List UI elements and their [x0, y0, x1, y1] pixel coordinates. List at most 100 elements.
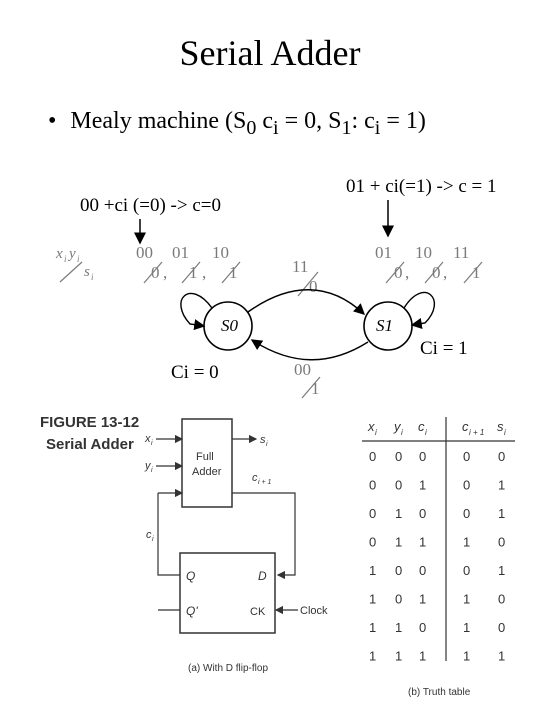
ff-ck: CK — [250, 606, 266, 618]
s0-loop-out-1: 0 — [151, 263, 160, 282]
legend-sub-s: i — [91, 272, 94, 282]
s1-loop-in-1: 01 — [375, 243, 392, 262]
tt-cell: 1 — [395, 535, 402, 550]
s1-comma-2: , — [443, 263, 447, 282]
slide-title: Serial Adder — [179, 33, 361, 73]
tt-cell: 0 — [419, 449, 426, 464]
carry-in-sub: i — [152, 536, 154, 543]
full-adder-box — [181, 418, 233, 508]
carry-out-sub: i + 1 — [258, 479, 272, 486]
s0-loop-in-1: 00 — [136, 243, 153, 262]
arrow-s0-to-s1 — [247, 289, 366, 315]
tt-cell: 0 — [419, 506, 426, 521]
tt-cell: 1 — [498, 649, 505, 664]
tt-cell: 0 — [463, 506, 470, 521]
bullet-end: = 1) — [380, 108, 426, 134]
note-right: 01 + ci(=1) -> c = 1 — [346, 176, 497, 197]
bullet-dot: • — [48, 108, 57, 134]
subcaption-a: (a) With D flip-flop — [188, 663, 268, 674]
legend-x: x — [55, 246, 63, 262]
tt-cell: 1 — [498, 478, 505, 493]
bullet-mealy: •Mealy machine (S0 ci = 0, S1: ci = 1) — [48, 108, 426, 140]
s1-to-s0-in: 00 — [294, 360, 311, 379]
s0-loop-out-2: 1 — [189, 263, 198, 282]
tt-cell: 1 — [463, 592, 470, 607]
clock-label: Clock — [300, 605, 328, 617]
ci-label-s0: Ci = 0 — [171, 362, 219, 383]
tt-cell: 0 — [498, 620, 505, 635]
tt-cell: 0 — [395, 449, 402, 464]
tt-cell: 0 — [463, 449, 470, 464]
figure-caption-2: Serial Adder — [46, 436, 134, 453]
s0-to-s1-slash — [297, 271, 319, 297]
tt-cell: 0 — [463, 478, 470, 493]
note-left: 00 +ci (=0) -> c=0 — [80, 195, 221, 216]
legend-sub-y: i — [77, 254, 80, 264]
tt-cell: 1 — [463, 649, 470, 664]
tt-header-3: c — [462, 419, 469, 434]
carry-in: c — [146, 529, 152, 541]
tt-header-4: s — [497, 419, 504, 434]
s1-loop-slashes — [385, 261, 483, 284]
s1-loop-out-1: 0 — [394, 263, 403, 282]
bullet-sub-1: 1 — [341, 116, 352, 139]
tt-header-sub-4: i — [504, 428, 506, 437]
legend-slash — [59, 261, 83, 283]
tt-cell: 0 — [395, 592, 402, 607]
tt-cell: 0 — [369, 478, 376, 493]
bullet-mid-3: : c — [351, 108, 375, 134]
input-x-sub: i — [151, 440, 153, 447]
tt-cell: 1 — [463, 620, 470, 635]
s0-comma-2: , — [202, 263, 206, 282]
tt-cell: 0 — [369, 506, 376, 521]
bullet-mid-1: c — [256, 108, 274, 134]
tt-cell: 1 — [369, 592, 376, 607]
wire-carry-out — [232, 492, 296, 580]
state-s0-label: S0 — [221, 316, 239, 335]
bullet-sub-i-2: i — [374, 116, 381, 139]
tt-cell: 0 — [395, 563, 402, 578]
carry-out: c — [252, 472, 258, 484]
tt-cell: 1 — [369, 563, 376, 578]
tt-cell: 1 — [419, 535, 426, 550]
tt-header-sub-1: i — [401, 428, 403, 437]
state-s1-label: S1 — [376, 316, 393, 335]
legend: x i y i s i — [55, 246, 94, 282]
bullet-sub-i-1: i — [273, 116, 279, 139]
textbook-figure: FIGURE 13-12 Serial Adder Full Adder x i… — [40, 414, 515, 698]
s1-loop-in-3: 11 — [453, 243, 469, 262]
tt-cell: 1 — [395, 649, 402, 664]
s0-loop-out-3: 1 — [229, 263, 238, 282]
ff-q: Q — [186, 569, 195, 583]
tt-cell: 0 — [369, 449, 376, 464]
tt-cell: 0 — [419, 563, 426, 578]
tt-cell: 0 — [419, 620, 426, 635]
s1-to-s0-slash — [301, 376, 321, 399]
ff-d: D — [258, 569, 267, 583]
wire-q-feedback — [157, 493, 180, 576]
ff-qn: Q' — [186, 604, 198, 618]
s0-comma-1: , — [163, 263, 167, 282]
tt-cell: 0 — [369, 535, 376, 550]
tt-cell: 1 — [498, 563, 505, 578]
input-y: y — [144, 460, 152, 472]
legend-s: s — [84, 264, 90, 280]
arrow-s1-to-s0 — [250, 339, 369, 361]
tt-header-sub-0: i — [375, 428, 377, 437]
input-x: x — [144, 433, 151, 445]
s1-loop-out-3: 1 — [472, 263, 481, 282]
tt-cell: 0 — [395, 478, 402, 493]
bullet-sub-0: 0 — [246, 116, 257, 139]
tt-cell: 1 — [369, 649, 376, 664]
s0-loop-in-2: 01 — [172, 243, 189, 262]
s0-to-s1-in: 11 — [292, 257, 308, 276]
tt-header-0: x — [367, 419, 375, 434]
tt-cell: 1 — [419, 592, 426, 607]
tt-header-sub-2: i — [425, 428, 427, 437]
s0-loop-slashes — [143, 261, 241, 284]
tt-cell: 0 — [498, 592, 505, 607]
tt-cell: 1 — [395, 620, 402, 635]
ci-label-s1: Ci = 1 — [420, 338, 468, 359]
s0-self-loop — [180, 292, 213, 331]
